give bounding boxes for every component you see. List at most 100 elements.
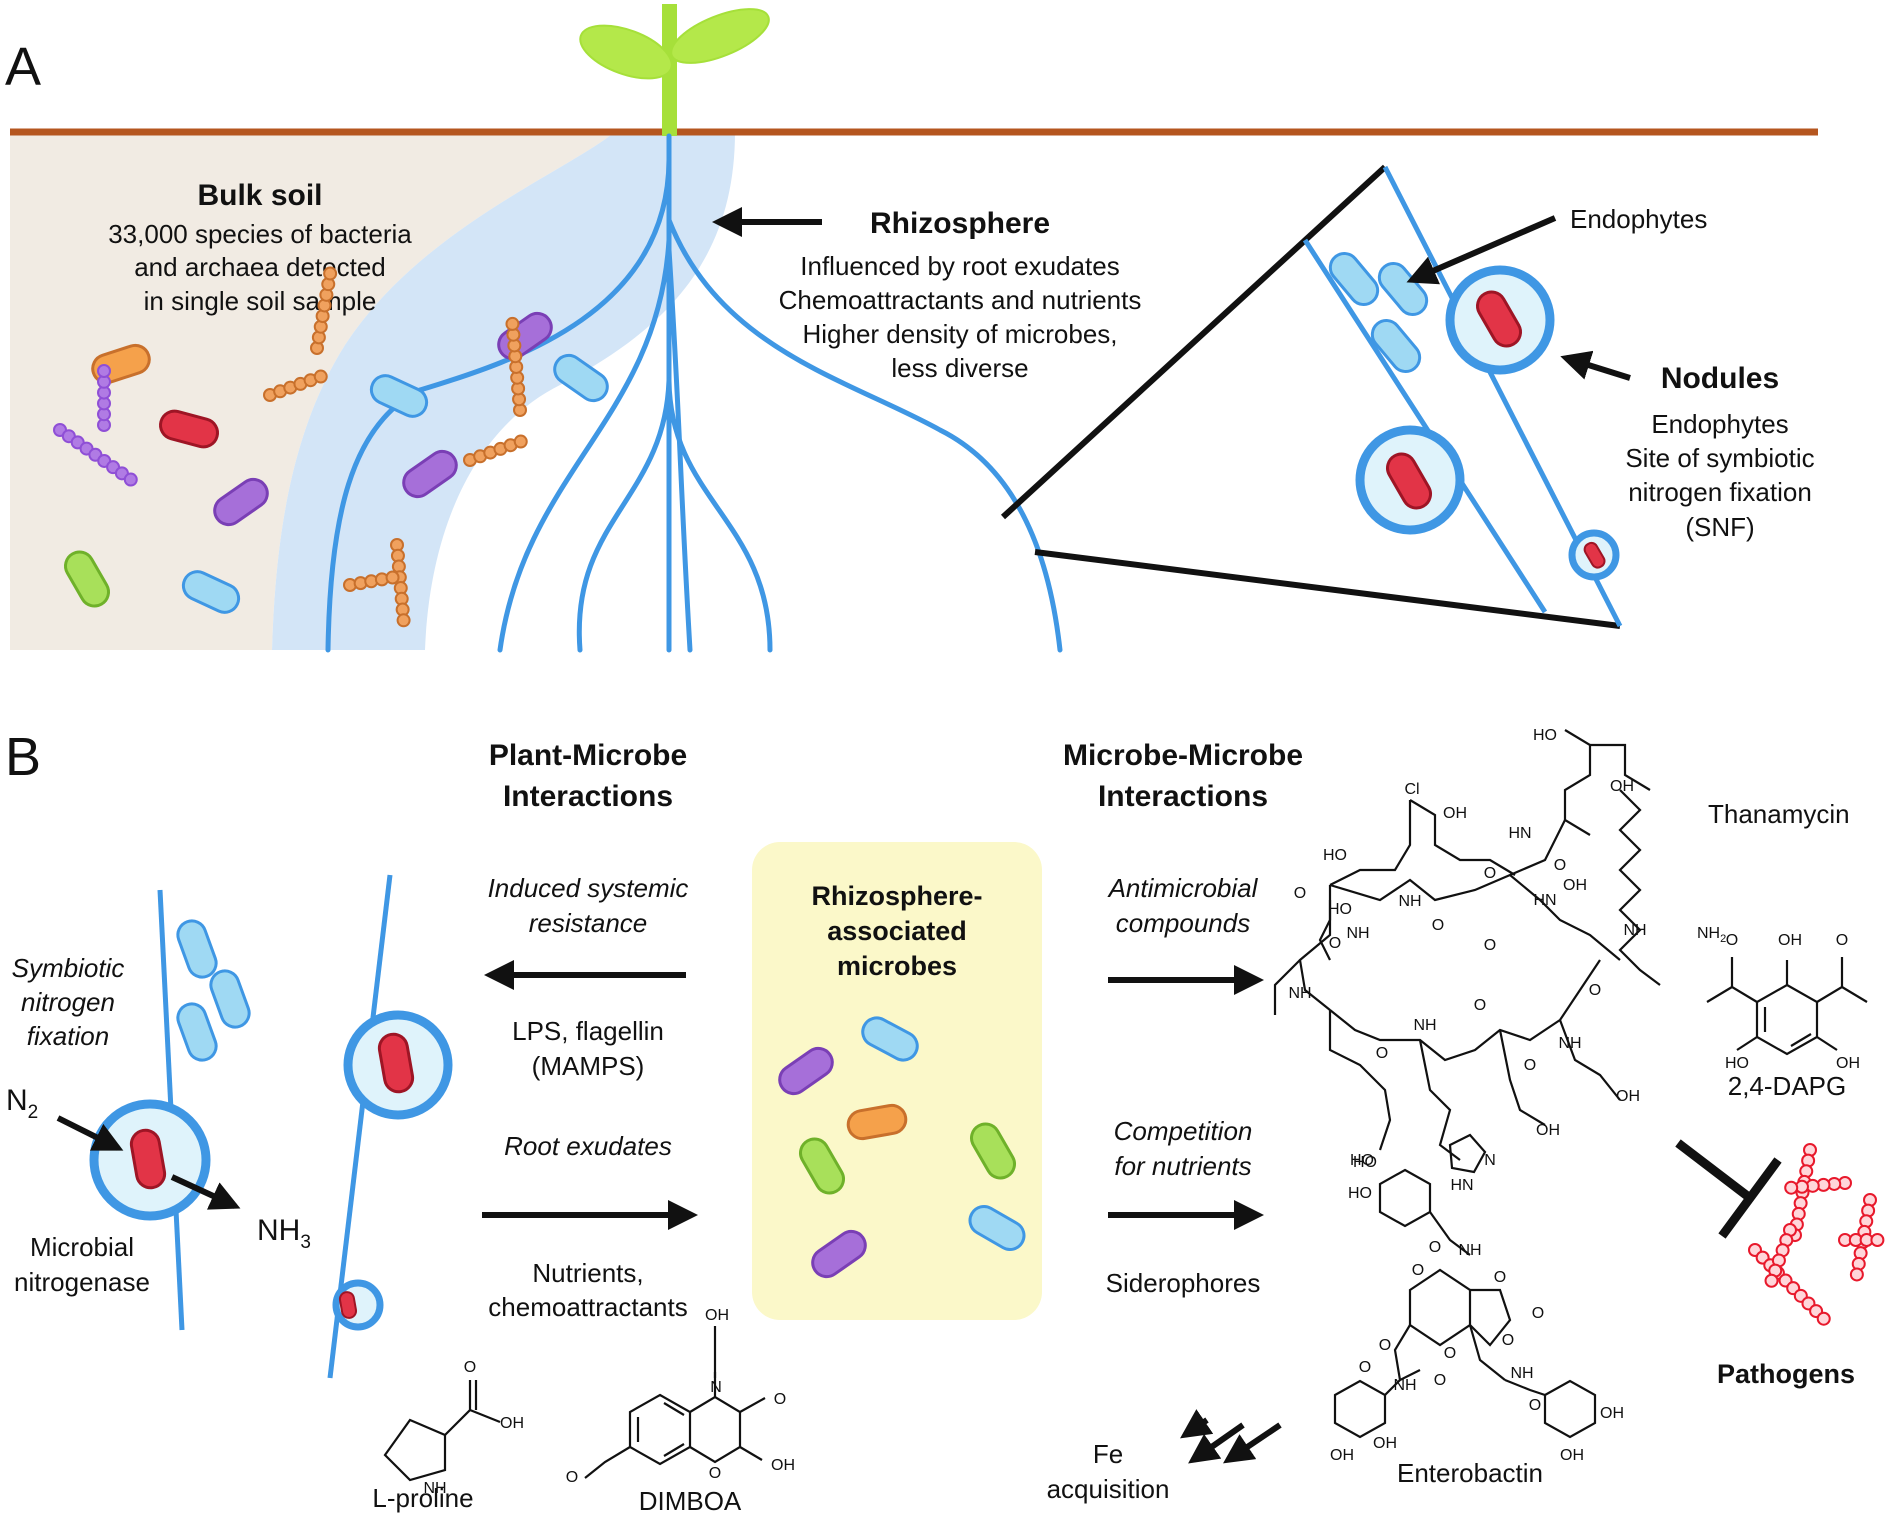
atom-label: N — [1484, 1152, 1496, 1169]
atom-label: O — [566, 1469, 578, 1486]
rhizosphere-line-1: Influenced by root exudates — [800, 251, 1119, 281]
root-system — [325, 133, 1063, 653]
nodules-line-4: (SNF) — [1685, 512, 1754, 542]
thanamycin-label: Thanamycin — [1708, 799, 1850, 829]
chain-bead — [1816, 1311, 1831, 1326]
atom-label: NH — [1393, 1377, 1416, 1394]
atom-label: NH — [1288, 985, 1311, 1002]
chain-bead — [385, 570, 400, 585]
atom-label: OH — [500, 1415, 524, 1432]
pathogens-label: Pathogens — [1717, 1359, 1855, 1389]
enterobactin-label: Enterobactin — [1397, 1458, 1543, 1488]
nh3-arrow — [170, 1174, 241, 1210]
atom-label: O — [1484, 865, 1496, 882]
atom-label: HO — [1350, 1152, 1374, 1169]
zoom-nodules — [1355, 265, 1620, 581]
nutrients-line-1: Nutrients, — [532, 1258, 643, 1288]
chain-bead — [513, 434, 528, 449]
n2-label: N2 — [6, 1084, 38, 1123]
atom-label: NH — [1346, 925, 1369, 942]
snf-line-3: fixation — [27, 1021, 109, 1051]
atom-label: O — [1554, 857, 1566, 874]
dapg-structure — [1706, 957, 1868, 1056]
dimboa-structure — [584, 1372, 766, 1479]
atom-label: NH — [423, 1480, 446, 1497]
atom-label: OH — [1778, 932, 1802, 949]
snf-label: Symbiotic nitrogen fixation — [12, 953, 125, 1051]
atom-label: OH — [1836, 1055, 1860, 1072]
atom-label: O — [774, 1391, 786, 1408]
atom-label: OH — [1536, 1122, 1560, 1139]
nodules-line-2: Site of symbiotic — [1625, 443, 1814, 473]
isr-line-1: Induced systemic — [488, 873, 689, 903]
endophytes-label: Endophytes — [1570, 204, 1707, 234]
antimicrobial-line-2: compounds — [1116, 908, 1250, 938]
bulk-soil-microbes — [64, 343, 269, 614]
bulk-soil-line-2: and archaea detected — [134, 252, 386, 282]
center-line-3: microbes — [837, 951, 957, 981]
atom-label: O — [1329, 935, 1341, 952]
nodules-label: Nodules Endophytes Site of symbiotic nit… — [1625, 362, 1814, 542]
atom-label: OH — [1560, 1447, 1584, 1464]
antimicrobial-line-1: Antimicrobial — [1107, 873, 1259, 903]
atom-label: NH — [1623, 922, 1646, 939]
rhizosphere-band — [272, 132, 735, 650]
atom-label: O — [1359, 1359, 1371, 1376]
fe-arrow-2 — [1188, 1422, 1245, 1464]
atom-label: HO — [1353, 1154, 1377, 1171]
atom-label: O — [1836, 932, 1848, 949]
microbe-microbe-title-1: Microbe-Microbe — [1063, 739, 1303, 772]
bulk-soil-area — [10, 132, 615, 650]
lproline-structure — [383, 1380, 501, 1482]
bulk-soil-title: Bulk soil — [197, 179, 322, 212]
atom-label: OH — [1373, 1435, 1397, 1452]
atom-label: Cl — [1404, 781, 1419, 798]
seedling — [579, 4, 770, 136]
atom-label: OH — [705, 1307, 729, 1324]
nodules-line-3: nitrogen fixation — [1628, 477, 1812, 507]
fe-line-2: acquisition — [1047, 1474, 1170, 1504]
atom-label: O — [709, 1465, 721, 1482]
fe-label: Fe acquisition — [1047, 1439, 1170, 1504]
atom-label: HN — [1508, 825, 1531, 842]
lps-label: LPS, flagellin (MAMPS) — [512, 1016, 664, 1081]
bulk-soil-line-1: 33,000 species of bacteria — [108, 219, 412, 249]
root-exudates-label: Root exudates — [504, 1131, 672, 1161]
fe-line-1: Fe — [1093, 1439, 1123, 1469]
panel-b: B Plant-Microbe Interactions Microbe-Mic… — [5, 727, 1885, 1516]
atom-label: NH — [1510, 1365, 1533, 1382]
plant-microbe-title-1: Plant-Microbe — [489, 739, 687, 772]
microbe-microbe-title: Microbe-Microbe Interactions — [1063, 739, 1303, 813]
atom-label: O — [1474, 997, 1486, 1014]
atom-label: OH — [1330, 1447, 1354, 1464]
chain-bead — [1764, 1273, 1779, 1288]
fe-arrow-1 — [1180, 1409, 1214, 1439]
rhizosphere-label: Rhizosphere Influenced by root exudates … — [779, 207, 1142, 383]
rhizosphere-line-3: Higher density of microbes, — [802, 319, 1117, 349]
atom-label: O — [1294, 885, 1306, 902]
chain-bead — [396, 613, 411, 628]
chain-bead — [97, 364, 111, 378]
center-microbes — [778, 1016, 1026, 1279]
nitrogenase-line-2: nitrogenase — [14, 1267, 150, 1297]
microbe-microbe-title-2: Interactions — [1098, 780, 1268, 813]
center-line-2: associated — [827, 916, 967, 946]
endophytes-arrow — [1406, 215, 1557, 285]
center-line-1: Rhizosphere- — [811, 881, 982, 911]
atom-label: NH — [1398, 893, 1421, 910]
atom-label: OH — [1600, 1405, 1624, 1422]
atom-label: O — [1589, 982, 1601, 999]
n2-arrow — [56, 1115, 124, 1151]
atom-label: HN — [1450, 1177, 1473, 1194]
atom-label: O — [1444, 1345, 1456, 1362]
atom-label: O — [1494, 1269, 1506, 1286]
rhizosphere-title: Rhizosphere — [870, 207, 1050, 240]
rhizosphere-line-4: less diverse — [891, 353, 1028, 383]
bulk-soil-line-3: in single soil sample — [144, 286, 377, 316]
atom-label: O — [1432, 917, 1444, 934]
rhizosphere-line-2: Chemoattractants and nutrients — [779, 285, 1142, 315]
